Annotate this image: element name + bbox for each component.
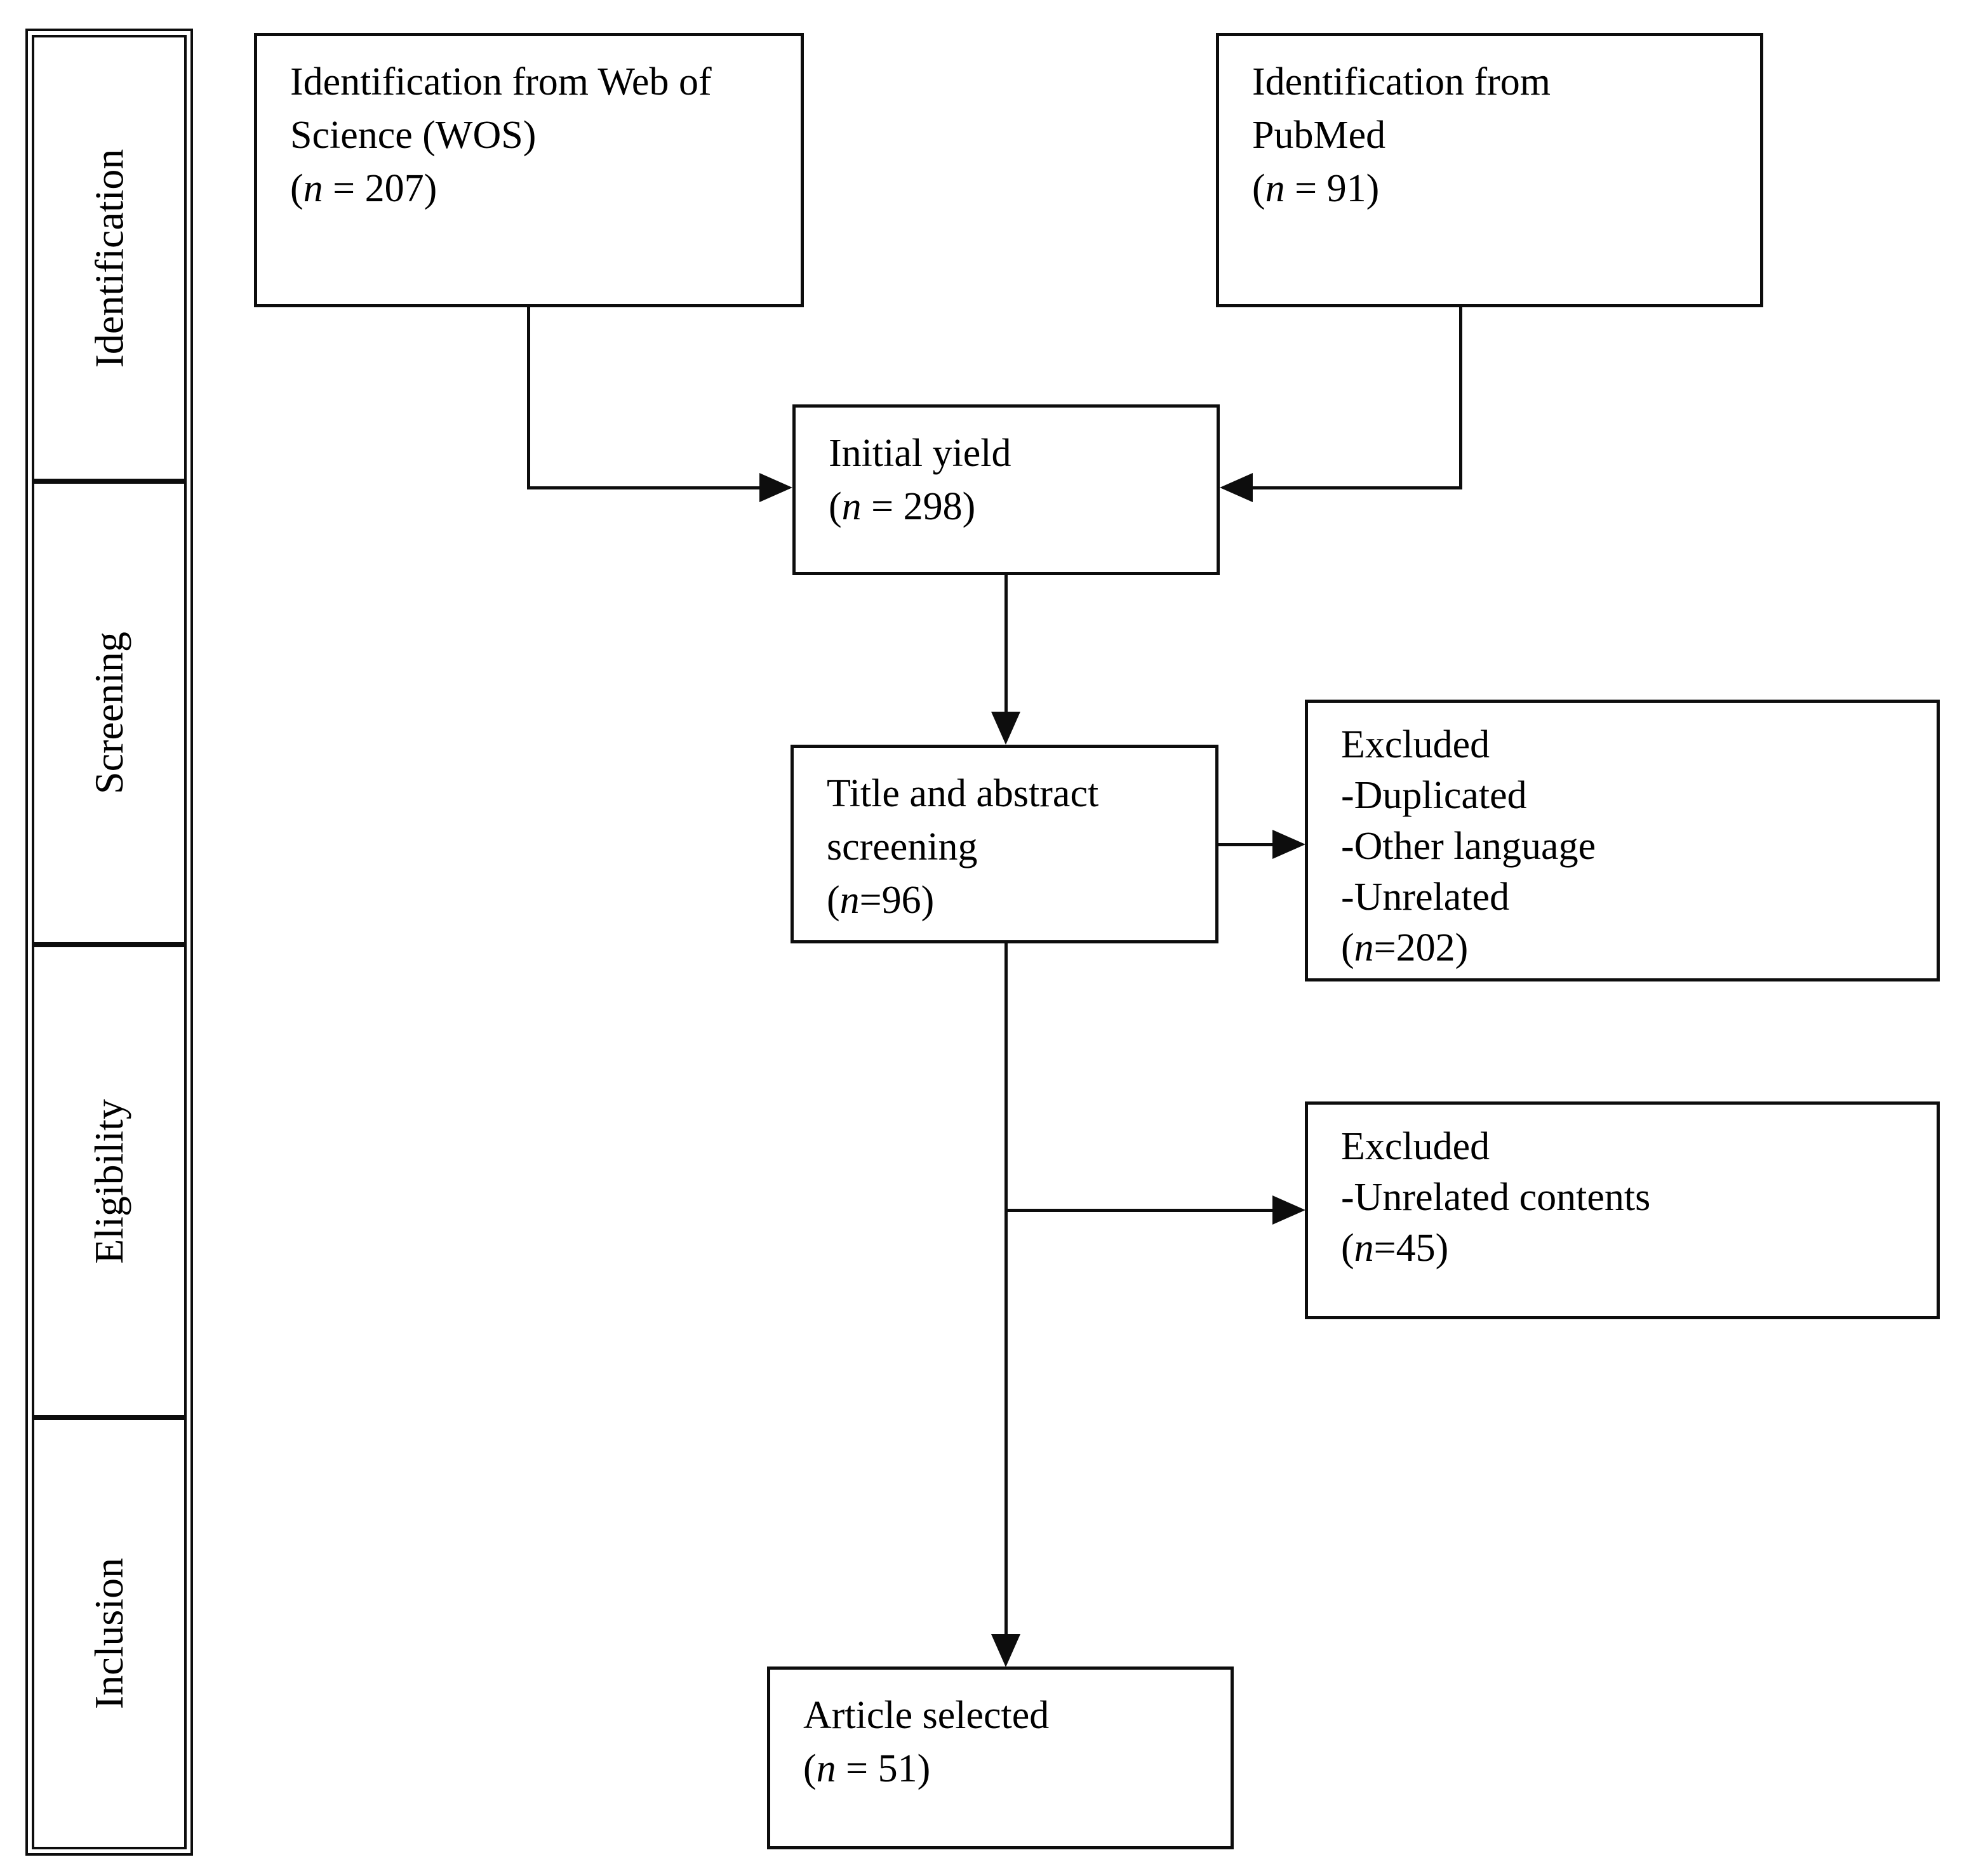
excluded-screening-item: -Other language — [1341, 825, 1596, 868]
excluded-screening-item: -Unrelated — [1341, 875, 1510, 919]
stage-screening: Screening — [32, 481, 187, 945]
connector-initial-to-screening — [1004, 575, 1008, 716]
wos-line1: Identification from Web of — [290, 60, 712, 103]
box-title-abstract-screening: Title and abstract screening (n=96) — [791, 745, 1218, 943]
stage-eligibility-label: Eligibility — [86, 1098, 131, 1264]
box-identification-wos: Identification from Web of Science (WOS)… — [254, 33, 804, 307]
initial-yield-count: (n = 298) — [829, 485, 976, 528]
stage-eligibility: Eligibility — [32, 945, 187, 1418]
pubmed-line1: Identification from — [1252, 60, 1551, 103]
box-excluded-eligibility: Excluded -Unrelated contents (n=45) — [1305, 1101, 1940, 1319]
arrowhead-into-initial-yield-right-icon — [1220, 473, 1253, 502]
excluded-screening-item: -Duplicated — [1341, 774, 1527, 817]
stage-screening-label: Screening — [86, 632, 131, 794]
arrowhead-into-excluded-eligibility-icon — [1272, 1195, 1305, 1225]
selected-line1: Article selected — [803, 1694, 1050, 1737]
stage-identification-label: Identification — [86, 149, 131, 368]
excluded-eligibility-item: -Unrelated contents — [1341, 1176, 1651, 1219]
box-initial-yield: Initial yield (n = 298) — [792, 404, 1220, 575]
screening-line1: Title and abstract — [827, 772, 1099, 815]
stage-inclusion-label: Inclusion — [86, 1557, 131, 1710]
connector-screening-to-selected — [1004, 943, 1008, 1637]
screening-line2: screening — [827, 825, 978, 868]
selected-count: (n = 51) — [803, 1747, 931, 1790]
wos-count: (n = 207) — [290, 167, 437, 210]
arrowhead-into-initial-yield-left-icon — [759, 473, 792, 502]
stage-column: Identification Screening Eligibility Inc… — [25, 29, 193, 1856]
stage-inclusion: Inclusion — [32, 1418, 187, 1849]
box-identification-pubmed: Identification from PubMed (n = 91) — [1216, 33, 1763, 307]
excluded-screening-title: Excluded — [1341, 723, 1490, 766]
connector-wos-vertical — [527, 307, 530, 489]
box-article-selected: Article selected (n = 51) — [767, 1666, 1234, 1849]
excluded-screening-count: (n=202) — [1341, 926, 1469, 969]
excluded-eligibility-title: Excluded — [1341, 1125, 1490, 1168]
arrowhead-into-article-selected-icon — [991, 1634, 1020, 1667]
initial-yield-line1: Initial yield — [829, 432, 1011, 475]
box-excluded-screening: Excluded -Duplicated -Other language -Un… — [1305, 700, 1940, 981]
pubmed-line2: PubMed — [1252, 114, 1386, 157]
arrowhead-into-screening-top-icon — [991, 712, 1020, 745]
connector-screening-to-excluded — [1218, 843, 1274, 846]
wos-line2: Science (WOS) — [290, 114, 537, 157]
excluded-eligibility-count: (n=45) — [1341, 1227, 1449, 1270]
pubmed-count: (n = 91) — [1252, 167, 1380, 210]
connector-pubmed-horizontal — [1252, 486, 1462, 489]
screening-count: (n=96) — [827, 879, 935, 922]
arrowhead-into-excluded-screening-icon — [1272, 830, 1305, 859]
connector-wos-horizontal — [527, 486, 761, 489]
connector-pubmed-vertical — [1459, 307, 1462, 489]
connector-eligibility-to-excluded — [1006, 1209, 1273, 1212]
stage-identification: Identification — [32, 35, 187, 481]
